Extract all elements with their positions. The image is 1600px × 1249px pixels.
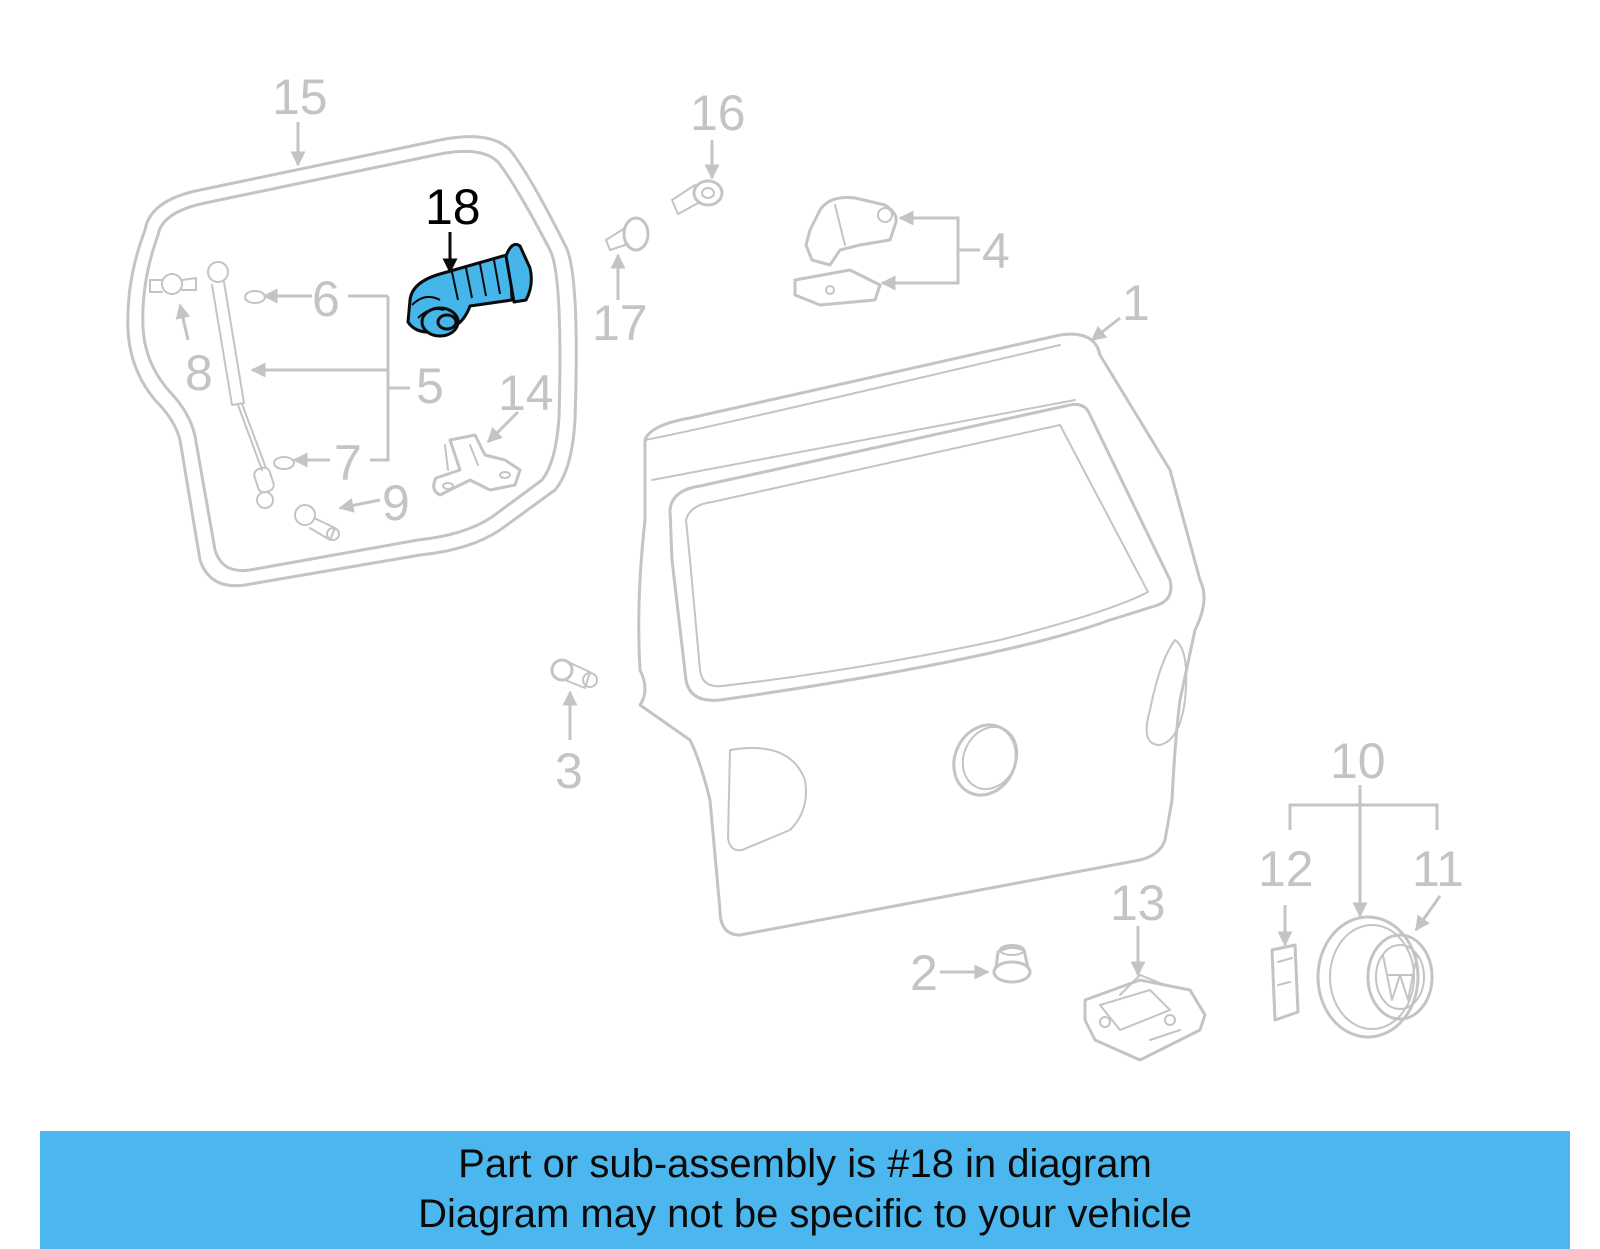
part-3-bolt [550, 658, 598, 689]
part-11-emblem [1316, 915, 1434, 1039]
part-5-gas-strut [207, 261, 275, 509]
strut-assembly [149, 261, 340, 541]
banner-line-part: Part or sub-assembly is #18 in diagram [458, 1142, 1152, 1186]
callout-4: 4 [982, 223, 1010, 279]
callout-9: 9 [382, 475, 410, 531]
part-15-weatherstrip [126, 135, 578, 588]
callout-15: 15 [272, 69, 328, 125]
part-8-ball-stud [149, 273, 197, 295]
part-2-buffer [992, 944, 1032, 984]
callout-6: 6 [312, 271, 340, 327]
callout-17: 17 [592, 295, 648, 351]
callout-11: 11 [1412, 841, 1464, 897]
callout-8: 8 [185, 345, 213, 401]
callout-10: 10 [1330, 733, 1386, 789]
callout-1: 1 [1122, 275, 1150, 331]
banner-line-disclaimer: Diagram may not be specific to your vehi… [418, 1192, 1192, 1236]
part-14-striker [432, 433, 522, 497]
part-17-clip [605, 216, 650, 252]
part-12-switch [1270, 943, 1300, 1022]
callout-5: 5 [416, 358, 444, 414]
part-6-clip [244, 290, 266, 304]
part-16-bolt [671, 179, 724, 215]
callout-12: 12 [1258, 841, 1314, 897]
leader-lines [175, 122, 1442, 980]
part-18-grommet [406, 242, 533, 338]
part-9-ball-stud [294, 504, 340, 541]
info-banner: Part or sub-assembly is #18 in diagram D… [40, 1131, 1570, 1249]
part-4-hinge [793, 196, 898, 307]
callout-16: 16 [690, 85, 746, 141]
parts-diagram: 15 16 17 8 6 5 7 9 14 4 1 3 2 13 10 12 1… [126, 69, 1464, 1062]
callout-labels: 15 16 17 8 6 5 7 9 14 4 1 3 2 13 10 12 1… [185, 69, 1464, 1001]
callout-3: 3 [555, 743, 583, 799]
callout-18-highlighted: 18 [425, 179, 481, 235]
callout-14: 14 [498, 365, 554, 421]
part-7-clip [273, 456, 295, 470]
part-13-lock [1083, 974, 1207, 1062]
part-1-tailgate [637, 332, 1206, 937]
callout-2: 2 [910, 945, 938, 1001]
callout-13: 13 [1110, 875, 1166, 931]
callout-7: 7 [334, 435, 362, 491]
